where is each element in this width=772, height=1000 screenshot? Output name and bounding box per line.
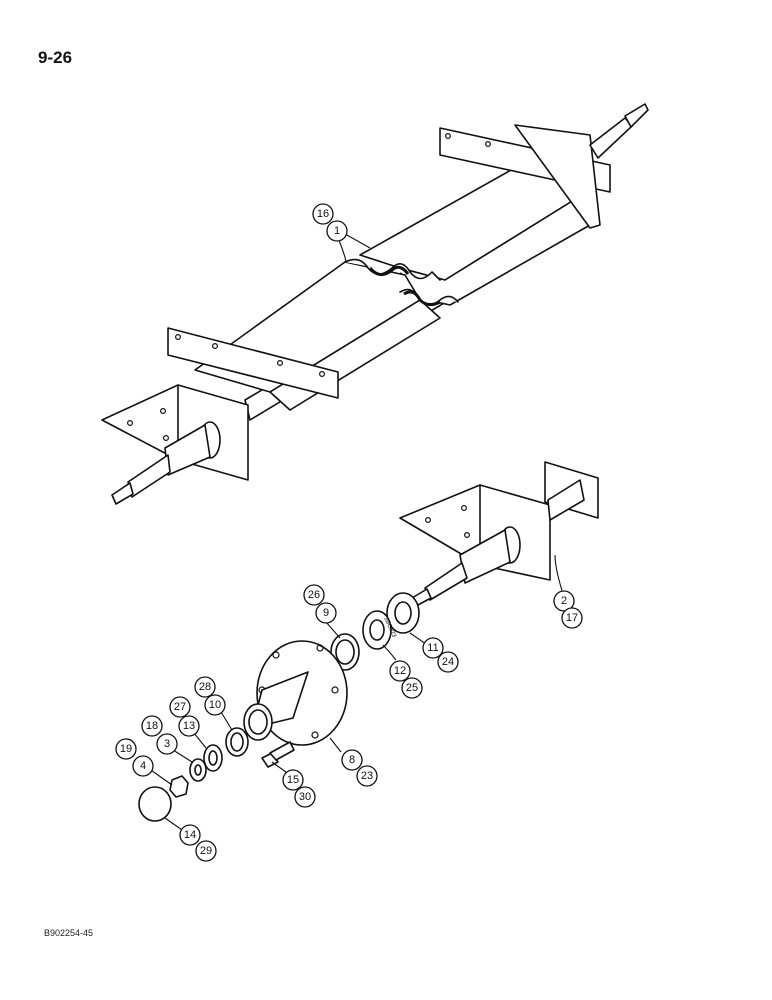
svg-text:17: 17: [566, 612, 578, 624]
callout-3: 3: [156, 733, 178, 755]
callout-15: 15: [282, 769, 304, 791]
svg-text:24: 24: [442, 656, 454, 668]
svg-text:19: 19: [120, 743, 132, 755]
axle-assembly: [101, 103, 649, 505]
svg-text:16: 16: [317, 208, 329, 220]
page-number: 9-26: [38, 48, 73, 67]
svg-text:3: 3: [164, 738, 170, 750]
svg-text:8: 8: [349, 754, 355, 766]
svg-text:14: 14: [184, 829, 196, 841]
left-spindle-stub: [127, 454, 171, 498]
callout-1: 1: [326, 220, 348, 242]
callout-13: 13: [178, 715, 200, 737]
left-mounting-plate: [167, 327, 339, 399]
dust-cap: [138, 786, 172, 822]
callout-8: 8: [341, 749, 363, 771]
callout-18: 18: [141, 715, 163, 737]
callout-23: 23: [356, 765, 378, 787]
figure-code: B902254-45: [44, 928, 94, 938]
svg-text:4: 4: [140, 760, 146, 772]
svg-text:28: 28: [199, 681, 211, 693]
callout-14: 14: [179, 824, 201, 846]
callout-17: 17: [561, 607, 583, 629]
callout-29: 29: [195, 840, 217, 862]
callout-16: 16: [312, 203, 334, 225]
callout-27: 27: [169, 696, 191, 718]
callout-26: 26: [303, 584, 325, 606]
svg-text:26: 26: [308, 589, 320, 601]
svg-text:18: 18: [146, 720, 158, 732]
callout-10: 10: [204, 694, 226, 716]
svg-text:29: 29: [200, 845, 212, 857]
spindle-nut: [169, 775, 189, 798]
svg-text:27: 27: [174, 701, 186, 713]
callout-30: 30: [294, 786, 316, 808]
svg-text:11: 11: [427, 642, 438, 654]
svg-text:12: 12: [394, 665, 406, 677]
left-spindle-thread: [111, 482, 134, 505]
left-spindle-shaft: [164, 424, 211, 476]
callout-9: 9: [315, 602, 337, 624]
svg-text:2: 2: [561, 595, 567, 607]
spindle-bracket: [399, 461, 599, 607]
wheel-bolt-shank: [269, 741, 295, 761]
hub-parts: 3BC023: [138, 592, 420, 822]
right-spindle: [589, 117, 633, 159]
right-spindle-thread: [624, 103, 649, 128]
callout-19: 19: [115, 738, 137, 760]
svg-text:10: 10: [209, 699, 221, 711]
svg-text:25: 25: [406, 682, 418, 694]
callout-24: 24: [437, 651, 459, 673]
callout-12: 12: [389, 660, 411, 682]
svg-text:13: 13: [183, 720, 195, 732]
svg-text:15: 15: [287, 774, 299, 786]
svg-text:23: 23: [361, 770, 373, 782]
right-end-bracket: [514, 124, 601, 229]
bracket-spindle-stub: [424, 562, 468, 601]
callout-11: 11: [422, 637, 444, 659]
bracket-tube: [547, 479, 585, 521]
callout-4: 4: [132, 755, 154, 777]
svg-text:30: 30: [299, 791, 311, 803]
svg-text:1: 1: [334, 225, 340, 237]
svg-text:9: 9: [323, 607, 329, 619]
bracket-spindle-shaft: [459, 529, 511, 584]
callout-25: 25: [401, 677, 423, 699]
callout-28: 28: [194, 676, 216, 698]
